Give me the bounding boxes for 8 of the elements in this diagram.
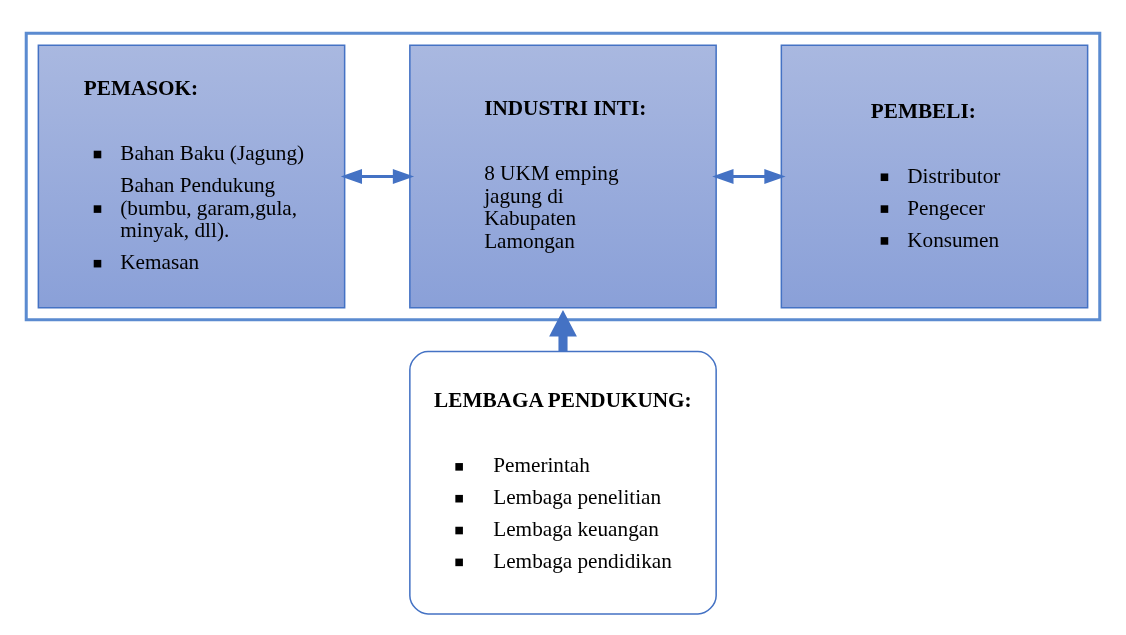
arrow [340,169,415,184]
node-box: LEMBAGA PENDUKUNG: Pemerintah Lembaga penelitian Lembaga keuangan Lembaga pendidikan [409,350,717,615]
node-box: PEMASOK: Bahan Baku (Jagung) Bahan Pendukung (bumbu, garam,gula, minyak, dll). Kemasan [37,44,346,309]
arrow [712,169,786,184]
arrow [549,309,577,352]
node-box: PEMBELI: Distributor Pengecer Konsumen [780,44,1089,309]
node-box: INDUSTRI INTI: 8 UKM emping jagung di Kabupaten Lamongan [409,44,717,309]
cluster [24,31,1102,322]
